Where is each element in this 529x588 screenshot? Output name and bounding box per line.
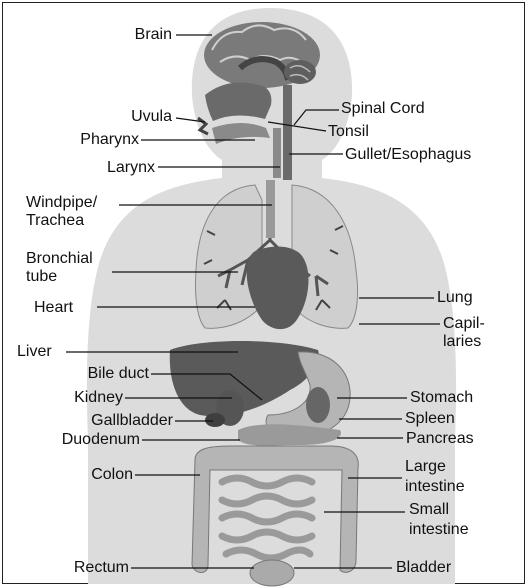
- label-gullet: Gullet/Esophagus: [345, 146, 471, 163]
- label-kidney: Kidney: [74, 389, 123, 406]
- label-capillaries-line2: laries: [443, 333, 481, 350]
- label-large-intestine-line1: Large: [405, 458, 446, 475]
- label-brain: Brain: [135, 26, 172, 43]
- label-uvula: Uvula: [131, 108, 172, 125]
- label-tonsil: Tonsil: [328, 123, 369, 140]
- label-capillaries-line1: Capil-: [443, 315, 485, 332]
- label-pancreas: Pancreas: [406, 430, 474, 447]
- label-small-intestine-line1: Small: [409, 501, 449, 518]
- brain-illustration: [204, 22, 320, 88]
- label-small-intestine-line2: intestine: [409, 521, 469, 538]
- label-bile-duct: Bile duct: [88, 365, 149, 382]
- label-windpipe-line1: Windpipe/: [26, 194, 97, 211]
- bladder-illustration: [250, 560, 294, 586]
- label-larynx: Larynx: [107, 159, 155, 176]
- label-bronchial-line1: Bronchial: [26, 250, 93, 267]
- label-large-intestine-line2: intestine: [405, 478, 465, 495]
- label-spinal-cord: Spinal Cord: [341, 100, 425, 117]
- label-bronchial-line2: tube: [26, 268, 57, 285]
- label-colon: Colon: [91, 466, 133, 483]
- label-duodenum: Duodenum: [62, 431, 140, 448]
- label-liver: Liver: [17, 343, 52, 360]
- label-bladder: Bladder: [396, 559, 451, 576]
- kidney-right-illustration: [306, 387, 330, 423]
- label-lung: Lung: [437, 289, 473, 306]
- label-spleen: Spleen: [405, 410, 455, 427]
- label-gallbladder: Gallbladder: [91, 412, 173, 429]
- gallbladder-illustration: [205, 413, 225, 427]
- label-stomach: Stomach: [410, 389, 473, 406]
- label-windpipe-line2: Trachea: [26, 212, 84, 229]
- label-rectum: Rectum: [74, 559, 129, 576]
- label-pharynx: Pharynx: [80, 131, 139, 148]
- label-heart: Heart: [34, 299, 73, 316]
